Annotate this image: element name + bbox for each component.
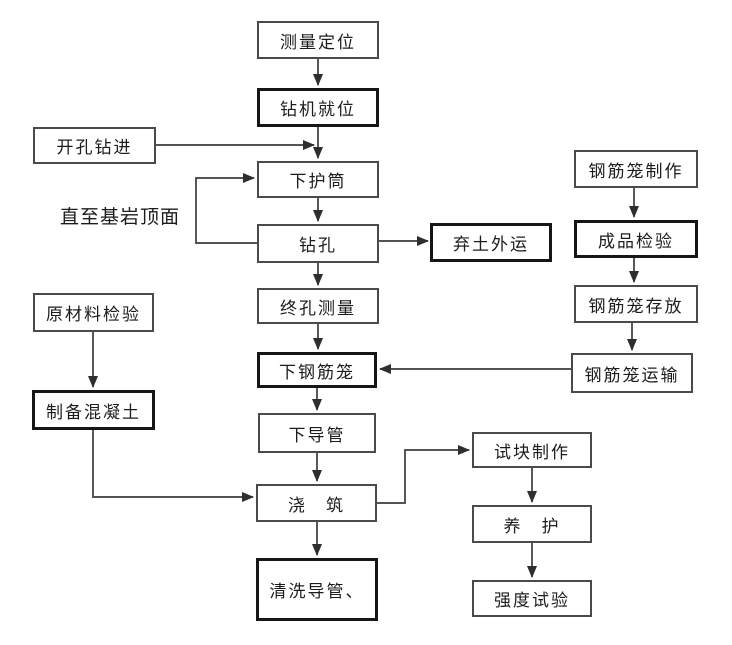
node-label: 钢筋笼存放 — [588, 296, 684, 317]
node-label: 原材料检验 — [46, 305, 141, 325]
node-final-hole-measurement: 终孔测量 — [257, 288, 379, 324]
node-rebar-cage-transport: 钢筋笼运输 — [571, 353, 693, 393]
connector-drilling-loop-to-casing — [195, 173, 257, 244]
node-label: 测量定位 — [280, 32, 356, 53]
node-drill-rig-in-place: 钻机就位 — [257, 88, 379, 127]
node-label: 浇 筑 — [288, 495, 345, 516]
node-label: 试块制作 — [494, 442, 570, 463]
node-label: 制备混凝土 — [46, 402, 141, 423]
node-label: 钻机就位 — [280, 100, 356, 120]
node-drilling: 钻孔 — [257, 224, 379, 263]
node-label: 强度试验 — [494, 591, 570, 611]
node-lower-tremie-pipe: 下导管 — [258, 413, 376, 453]
node-label: 下导管 — [288, 425, 346, 446]
node-label: 成品检验 — [598, 231, 674, 252]
node-spoil-removal: 弃土外运 — [430, 223, 552, 262]
node-label: 养 护 — [503, 516, 561, 537]
node-label: 弃土外运 — [453, 235, 529, 255]
node-lower-rebar-cage: 下钢筋笼 — [257, 352, 377, 388]
node-survey-positioning: 测量定位 — [257, 21, 379, 59]
node-open-hole-drilling: 开孔钻进 — [33, 127, 156, 164]
node-label: 终孔测量 — [280, 298, 356, 319]
node-label: 下钢筋笼 — [279, 362, 355, 383]
node-label: 钢筋笼运输 — [584, 365, 680, 386]
node-rebar-cage-storage: 钢筋笼存放 — [574, 285, 698, 323]
node-raw-material-inspection: 原材料检验 — [33, 293, 154, 332]
node-curing: 养 护 — [472, 505, 592, 543]
node-lower-casing: 下护筒 — [257, 161, 379, 198]
node-label: 开孔钻进 — [56, 138, 133, 158]
node-label: 钢筋笼制作 — [588, 161, 684, 182]
node-pouring: 浇 筑 — [256, 484, 377, 522]
node-strength-test: 强度试验 — [472, 580, 592, 617]
node-clean-tremie-pipe: 清洗导管、 — [256, 558, 378, 621]
node-test-block-making: 试块制作 — [472, 432, 592, 468]
node-prepare-concrete: 制备混凝土 — [32, 390, 155, 430]
connector-concrete-to-pouring — [92, 430, 254, 502]
connector-pouring-to-testblock — [377, 445, 470, 504]
loop-condition-label: 直至基岩顶面 — [60, 206, 181, 228]
node-label: 下护筒 — [289, 172, 347, 192]
node-finished-product-inspection: 成品检验 — [574, 220, 698, 258]
node-rebar-cage-fabrication: 钢筋笼制作 — [574, 150, 698, 188]
node-label: 清洗导管、 — [269, 582, 365, 602]
node-label: 钻孔 — [299, 236, 337, 256]
